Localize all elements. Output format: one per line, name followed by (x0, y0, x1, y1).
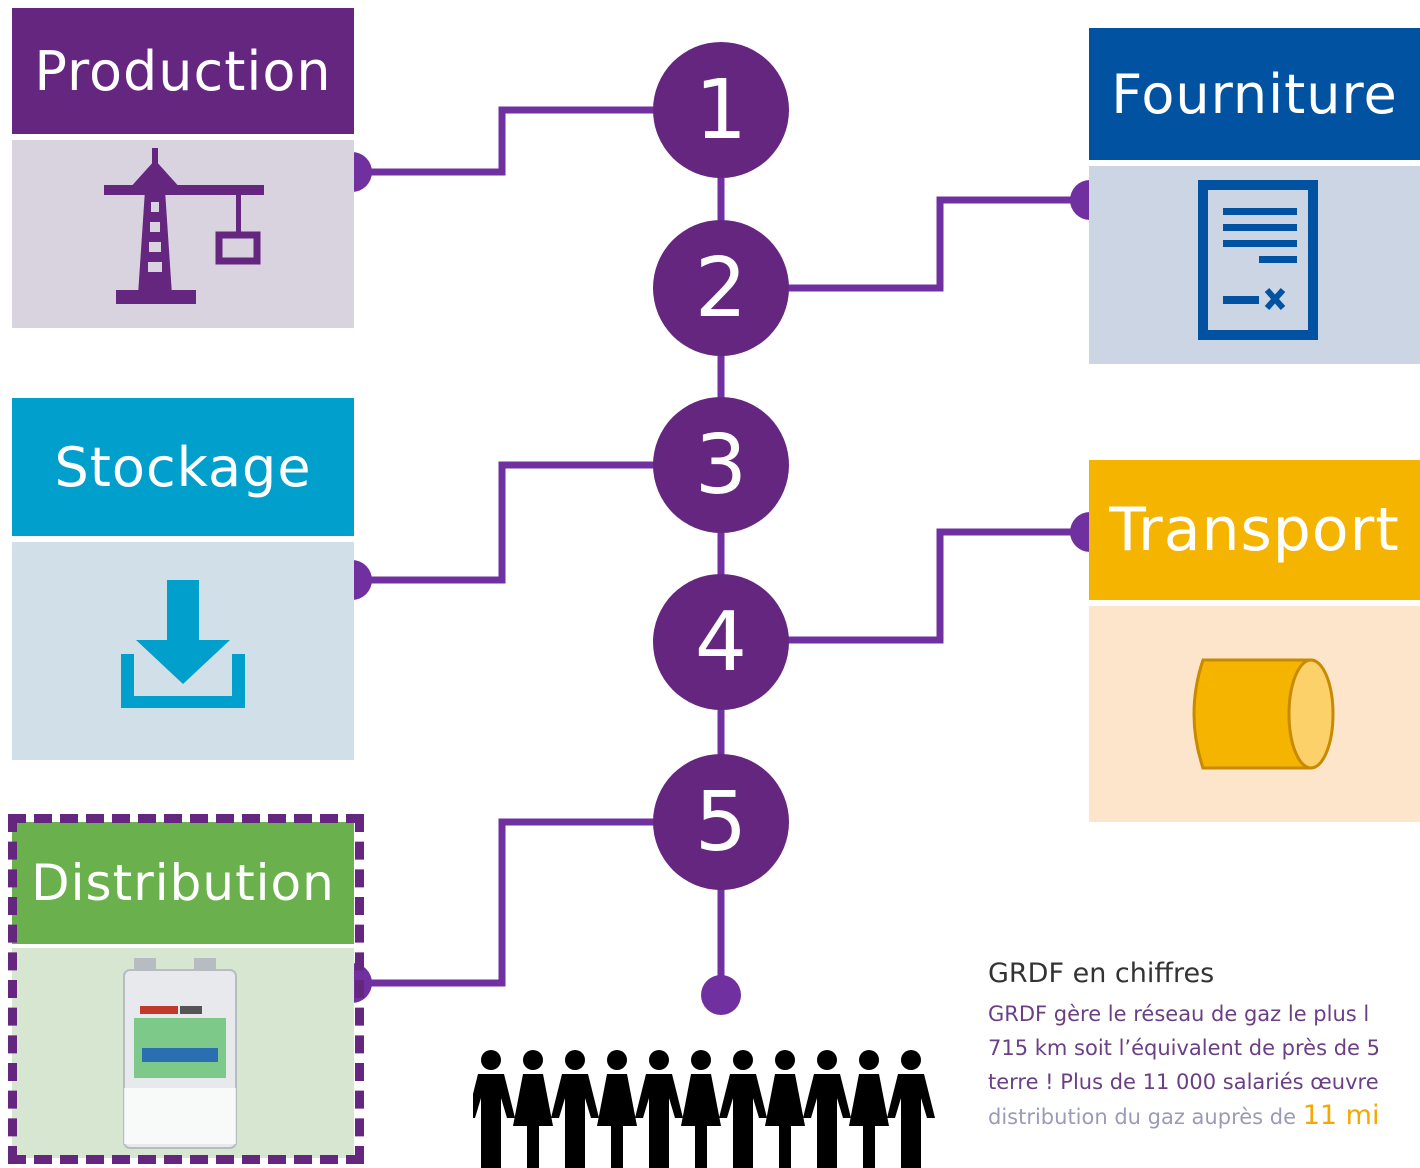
person-icon (473, 1050, 515, 1168)
connector-distribution (352, 818, 660, 987)
stage-production-title: Production (12, 8, 354, 134)
pipe-cylinder-icon (1192, 658, 1335, 770)
connector-dot-consumers (701, 975, 741, 1015)
person-icon (681, 1050, 721, 1168)
info-line-4-text: distribution du gaz auprès de (988, 1105, 1303, 1129)
stage-transport-title: Transport (1089, 460, 1420, 600)
person-icon (597, 1050, 637, 1168)
connector-production (352, 106, 660, 176)
stage-transport-panel (1089, 606, 1420, 822)
person-icon (635, 1050, 683, 1168)
stage-production-panel (12, 140, 354, 328)
person-icon (803, 1050, 851, 1168)
connector-stockage (352, 461, 660, 584)
info-line-2: 715 km soit l’équivalent de près de 5 (988, 1036, 1381, 1060)
person-icon (513, 1050, 553, 1168)
step-4: 4 (653, 574, 789, 710)
stage-fourniture-panel (1089, 166, 1420, 364)
connector-transport (785, 528, 1088, 644)
crane-icon (104, 148, 264, 304)
info-line-3: terre ! Plus de 11 000 salariés œuvre (988, 1070, 1379, 1094)
gas-meter-icon (123, 958, 237, 1149)
contract-document-icon (1198, 180, 1318, 340)
step-3: 3 (653, 397, 789, 533)
person-icon (719, 1050, 767, 1168)
person-icon (887, 1050, 935, 1168)
stage-production: Production (12, 8, 354, 328)
step-5: 5 (653, 754, 789, 890)
person-icon (551, 1050, 599, 1168)
download-storage-icon (121, 580, 245, 708)
info-title: GRDF en chiffres (988, 958, 1215, 989)
stage-stockage: Stockage (12, 398, 354, 760)
distribution-highlight-border (8, 814, 364, 1164)
info-highlight: 11 mi (1302, 1100, 1380, 1131)
stage-fourniture: Fourniture (1089, 28, 1420, 364)
stage-stockage-panel (12, 542, 354, 760)
info-line-1: GRDF gère le réseau de gaz le plus l (988, 1002, 1370, 1026)
stage-transport: Transport (1089, 460, 1420, 822)
step-1: 1 (653, 42, 789, 178)
step-2: 2 (653, 220, 789, 356)
info-section: GRDF en chiffres GRDF gère le réseau de … (988, 958, 1420, 1134)
person-icon (849, 1050, 889, 1168)
stage-fourniture-title: Fourniture (1089, 28, 1420, 160)
person-icon (765, 1050, 805, 1168)
info-line-4: distribution du gaz auprès de 11 mi (988, 1099, 1420, 1134)
stage-distribution: Distribution (8, 814, 364, 1164)
connector-fourniture (785, 196, 1088, 292)
stage-stockage-title: Stockage (12, 398, 354, 536)
people-group-icon (473, 1050, 935, 1168)
stage-distribution-panel (12, 948, 354, 1158)
stage-distribution-title: Distribution (12, 822, 354, 944)
